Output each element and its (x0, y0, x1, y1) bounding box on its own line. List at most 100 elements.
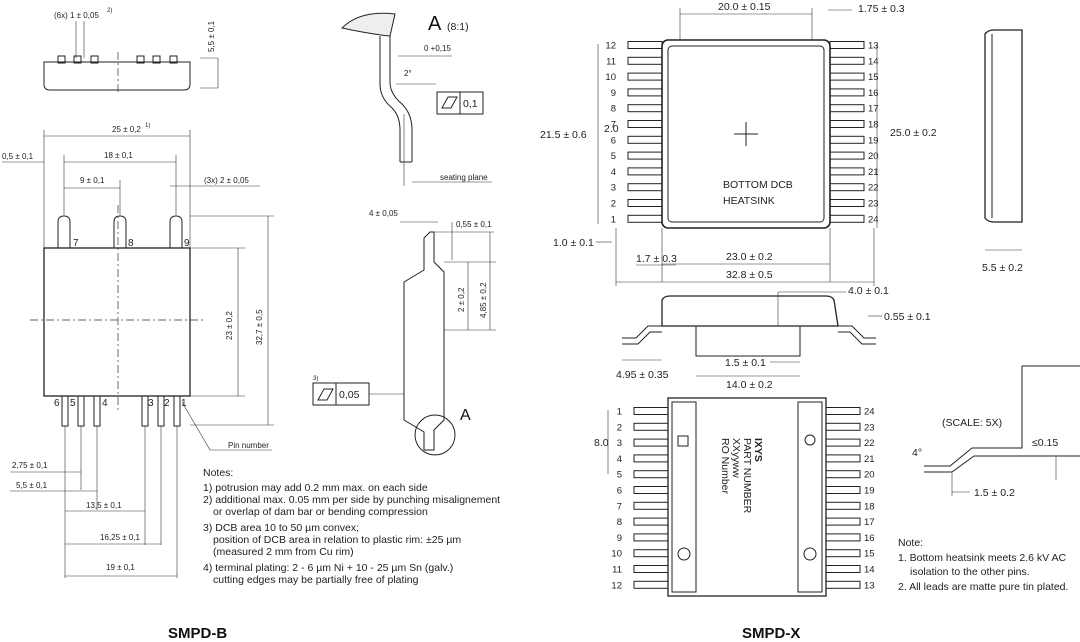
pin-1-label: 1 (181, 398, 187, 409)
pin-label: 24 (868, 214, 879, 225)
lead (825, 565, 861, 573)
lead (633, 407, 669, 415)
dim-275: 2,75 ± 0,1 (12, 461, 48, 470)
lead (829, 104, 865, 113)
lead (829, 135, 865, 144)
pin-label: 12 (611, 580, 622, 591)
smpd-b-detail-a: A (8:1) 0 +0,15 2° 0,1 seating plane (340, 12, 492, 186)
smpd-b-notes: Notes: 1) potrusion may add 0.2 mm max. … (203, 467, 500, 586)
pin-7-label: 7 (73, 238, 79, 249)
note-3c: (measured 2 mm from Cu rim) (213, 546, 354, 558)
lead (829, 199, 865, 207)
lead (627, 72, 663, 81)
le015-label: ≤0.15 (1032, 437, 1058, 449)
scale-label: (SCALE: 5X) (942, 417, 1002, 429)
pin-label: 7 (617, 501, 622, 512)
detail-angle: 2° (404, 69, 412, 78)
lead (825, 549, 861, 558)
lead (825, 486, 861, 494)
pin-label: 9 (617, 533, 622, 544)
lead (633, 533, 669, 542)
pin-label: 13 (864, 580, 875, 591)
lead (627, 88, 663, 97)
dim-55: 5,5 ± 0,1 (16, 481, 48, 490)
caption-smpd-b: SMPD-B (168, 625, 227, 642)
dim-055: 0,55 ± 0,1 (456, 220, 492, 229)
lead (829, 120, 865, 128)
pin-label: 11 (612, 565, 622, 576)
detail-flat: 0,1 (463, 98, 478, 110)
lead (633, 565, 669, 573)
smpd-x-lead-detail: (SCALE: 5X) ≤0.15 4° 1.5 ± 0.2 (912, 365, 1080, 499)
pin-label: 14 (864, 565, 875, 576)
pin-label: 6 (617, 486, 622, 497)
pin-label: 13 (868, 41, 879, 52)
lead (829, 41, 865, 49)
marking-part: PART NUMBER (741, 438, 753, 514)
lead (825, 517, 861, 526)
pin-2-label: 2 (164, 398, 170, 409)
smpd-x-side-profile: 5.5 ± 0.2 (982, 29, 1023, 274)
pin-width-dim: (6x) 1 ± 0,05 (54, 11, 99, 20)
x-note-2: 2. All leads are matte pure tin plated. (898, 581, 1068, 593)
detail-tol: 0 +0,15 (424, 44, 451, 53)
pin-label: 22 (864, 438, 875, 449)
lead (829, 151, 865, 160)
body-height-dim: 23 ± 0,2 (225, 311, 234, 340)
pin-label: 18 (868, 120, 879, 131)
pin-label: 11 (606, 56, 616, 67)
detail-a-scale: (8:1) (447, 21, 469, 33)
pin-label: 21 (868, 167, 879, 178)
pin-label: 5 (611, 151, 616, 162)
pin-label: 3 (611, 183, 616, 194)
pin-label: 17 (868, 104, 879, 115)
body-height-x: 25.0 ± 0.2 (890, 127, 937, 139)
pin-label: 16 (868, 88, 879, 99)
lead (627, 214, 663, 223)
pin-label: 18 (864, 501, 875, 512)
pitch-dim: 1.75 ± 0.3 (858, 3, 905, 15)
x-note-1: 1. Bottom heatsink meets 2.6 kV AC (898, 552, 1066, 564)
angle-label: 4° (912, 447, 922, 459)
pin-label: 20 (864, 470, 875, 481)
smpd-b-side-view: 4 ± 0,05 0,55 ± 0,1 2 ± 0,2 4,85 ± 0,2 0… (312, 209, 496, 456)
smpd-b-front-view: 25 ± 0,2 1) 0,5 ± 0,1 18 ± 0,1 9 ± 0,1 (… (2, 123, 274, 578)
heatsink-line2: HEATSINK (723, 195, 775, 207)
dim-20: 2.0 (604, 123, 619, 135)
dim-40: 4.0 ± 0.1 (848, 285, 889, 297)
dim-80: 8.0 (594, 437, 609, 449)
marking-date: XXyyww (730, 438, 742, 478)
dim-1625: 16,25 ± 0,1 (100, 533, 141, 542)
lead (633, 517, 669, 526)
pin-label: 19 (868, 135, 879, 146)
pin-label: 8 (611, 104, 616, 115)
dim-23: 23.0 ± 0.2 (726, 251, 773, 263)
lead (825, 454, 861, 463)
pin-label: 19 (864, 486, 875, 497)
svg-text:3): 3) (313, 376, 318, 382)
note-3: 3) DCB area 10 to 50 µm convex; (203, 522, 359, 534)
note-2: 2) additional max. 0.05 mm per side by p… (203, 494, 500, 506)
lead (825, 533, 861, 542)
lead (633, 501, 669, 510)
dim-2: 2 ± 0,2 (457, 287, 466, 312)
dim-328: 32.8 ± 0.5 (726, 269, 773, 281)
lead (829, 167, 865, 176)
dim-055-x: 0.55 ± 0.1 (884, 311, 931, 323)
pin-3-label: 3 (148, 398, 154, 409)
heatsink-line1: BOTTOM DCB (723, 179, 793, 191)
lead (627, 120, 663, 128)
pin-8-label: 8 (128, 238, 134, 249)
pin-label: 12 (605, 41, 616, 52)
side-flat: 0,05 (339, 389, 360, 401)
total-height-dim: 32,7 ± 0,5 (255, 309, 264, 345)
pin-label: 15 (864, 549, 875, 560)
dim-485: 4,85 ± 0,2 (479, 282, 488, 318)
lead (829, 88, 865, 97)
svg-text:2): 2) (107, 8, 112, 14)
lead (627, 135, 663, 144)
lead-offset-dim: 1.0 ± 0.1 (553, 237, 594, 249)
